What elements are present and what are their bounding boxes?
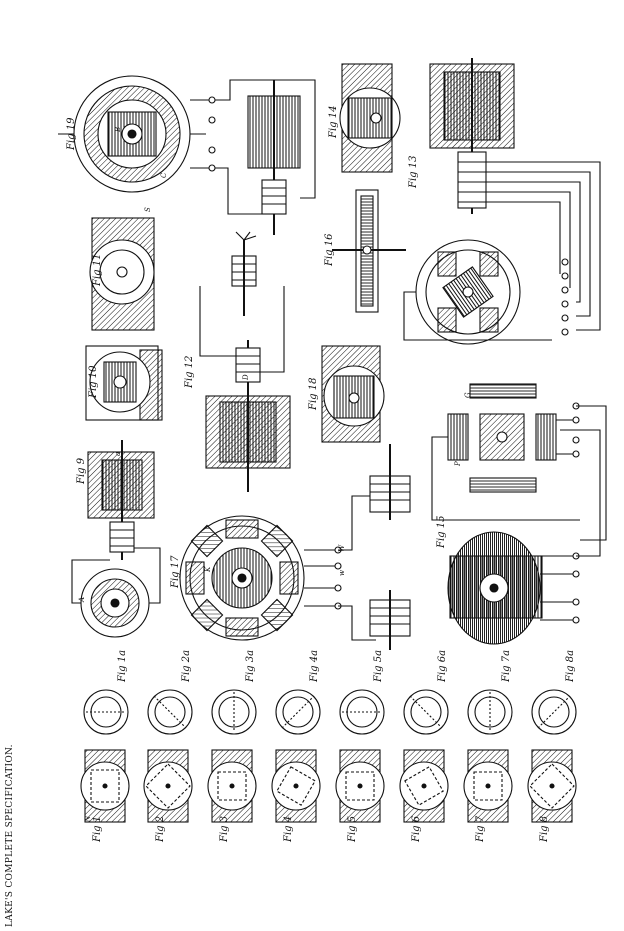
ref-letter-D: D bbox=[242, 374, 250, 381]
fig-2-label: Fig 2 bbox=[155, 816, 166, 843]
fig-10-drawing bbox=[85, 345, 163, 421]
fig-16-label: Fig 16 bbox=[324, 233, 335, 267]
ref-letter-S: S bbox=[144, 207, 152, 212]
fig-3-drawing bbox=[207, 749, 257, 823]
fig-7a-label: Fig 7a bbox=[501, 650, 512, 683]
fig-3a-drawing bbox=[211, 689, 257, 735]
ref-letter-W: W bbox=[338, 544, 346, 552]
fig-8-label: Fig 8 bbox=[539, 816, 550, 843]
ref-letter-N: N bbox=[84, 815, 92, 823]
fig-17-drawing bbox=[179, 495, 376, 641]
fig-6a-drawing bbox=[403, 689, 449, 735]
fig-2a-label: Fig 2a bbox=[181, 650, 192, 683]
fig-8a-drawing bbox=[531, 689, 577, 735]
fig-1-drawing bbox=[80, 749, 130, 823]
fig-18-drawing bbox=[321, 345, 385, 443]
ref-letter-C: C bbox=[160, 172, 168, 178]
fig-16-drawing bbox=[332, 189, 406, 313]
fig-8a-label: Fig 8a bbox=[565, 650, 576, 683]
ref-letter-B: B bbox=[114, 127, 122, 133]
fig-5-drawing bbox=[335, 749, 385, 823]
fig-5-label: Fig 5 bbox=[347, 816, 358, 843]
fig-11-label: Fig 11 bbox=[92, 254, 103, 287]
fig-10-label: Fig 10 bbox=[88, 365, 99, 399]
fig-12-label: Fig 12 bbox=[184, 356, 195, 389]
fig-4-drawing bbox=[271, 749, 321, 823]
fig-15-label: Fig 15 bbox=[436, 516, 447, 549]
fig-6-label: Fig 6 bbox=[411, 815, 422, 843]
fig-2-drawing bbox=[143, 749, 193, 823]
fig-3a-label: Fig 3a bbox=[245, 650, 256, 683]
fig-7-label: Fig 7 bbox=[475, 815, 486, 843]
ref-letter-a: a bbox=[114, 452, 122, 456]
ref-letter-K: K bbox=[204, 566, 212, 573]
fig-3-label: Fig 3 bbox=[219, 816, 230, 843]
fig-9-drawing bbox=[71, 440, 161, 638]
fig-4-label: Fig 4 bbox=[283, 816, 294, 843]
fig-7a-drawing bbox=[467, 689, 513, 735]
fig-4a-drawing bbox=[275, 689, 321, 735]
fig-19-drawing bbox=[58, 75, 316, 235]
fig-5a-drawing bbox=[339, 689, 385, 735]
fig-12-drawing bbox=[199, 231, 291, 492]
fig-18-label: Fig 18 bbox=[308, 378, 319, 411]
fig-17-label: Fig 17 bbox=[170, 555, 181, 589]
fig-5a-label: Fig 5a bbox=[373, 650, 384, 683]
fig-14-label: Fig 14 bbox=[328, 106, 339, 139]
fig-8-drawing bbox=[527, 749, 577, 823]
ref-letter-G: G bbox=[464, 392, 472, 398]
rotor-assembly-drawing bbox=[431, 383, 607, 541]
ref-letter-w: w bbox=[338, 570, 346, 576]
fig-1-label: Fig 1 bbox=[92, 816, 103, 843]
fig-13-drawing bbox=[403, 58, 601, 345]
fig-9-label: Fig 9 bbox=[76, 457, 87, 485]
fig-11-drawing bbox=[89, 217, 155, 331]
fig-7-drawing bbox=[463, 749, 513, 823]
fig-6a-label: Fig 6a bbox=[437, 650, 448, 683]
fig-15-drawing bbox=[369, 429, 601, 650]
fig-1a-label: Fig 1a bbox=[117, 650, 128, 683]
fig-4a-label: Fig 4a bbox=[309, 650, 320, 683]
fig-1a-drawing bbox=[83, 689, 129, 735]
ref-letter-P: P bbox=[454, 461, 462, 467]
fig-2a-drawing bbox=[147, 689, 193, 735]
fig-19-label: Fig 19 bbox=[66, 117, 77, 151]
fig-13-label: Fig 13 bbox=[408, 156, 419, 189]
fig-6-drawing bbox=[399, 749, 449, 823]
fig-14-drawing bbox=[339, 63, 401, 173]
ref-letter-A: A bbox=[78, 597, 86, 603]
